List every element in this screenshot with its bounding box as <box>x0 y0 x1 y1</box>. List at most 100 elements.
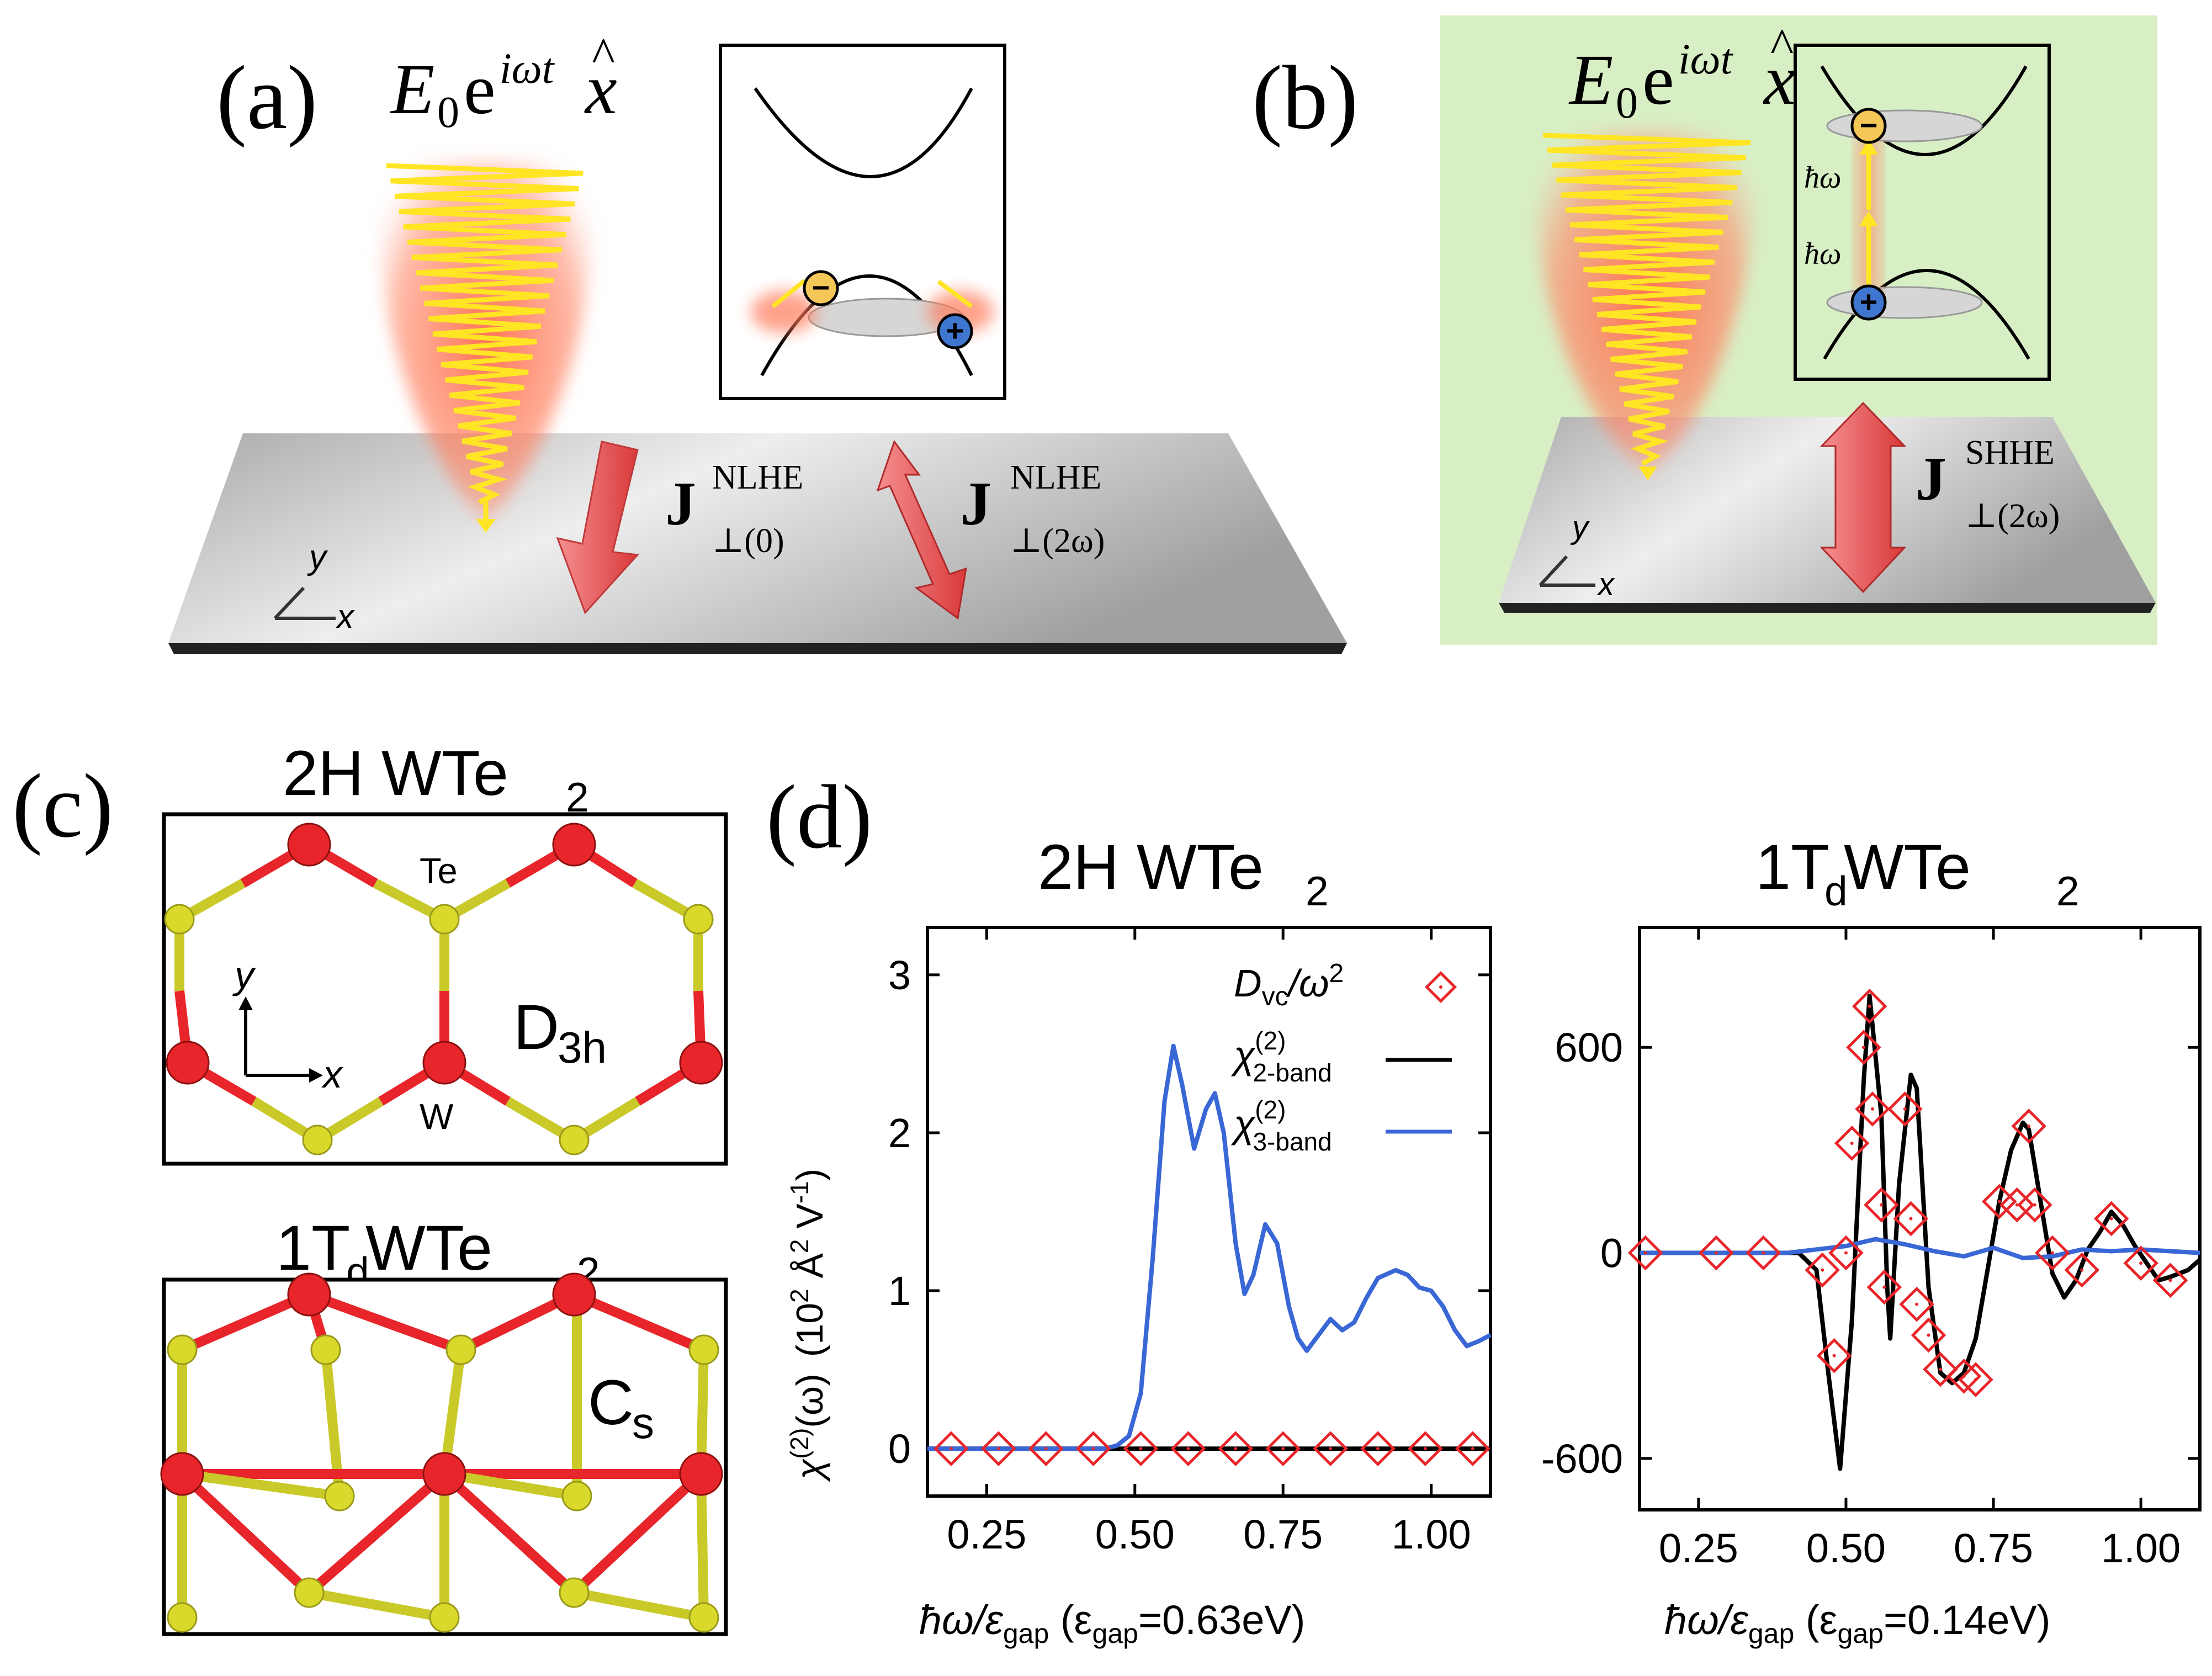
panel-a-current-arrow-dc <box>556 441 640 614</box>
svg-text:2H WTe: 2H WTe <box>1038 832 1264 903</box>
panel-a-axes: x y <box>273 538 355 636</box>
te-atom <box>294 1577 325 1608</box>
chart-2h-title: 2H WTe 2 <box>1038 832 1329 914</box>
panel-a-label: (a) <box>216 47 317 148</box>
dvc-point-center <box>1376 1447 1380 1451</box>
te-atom <box>164 904 195 935</box>
panel-a-field-label: E 0 e iωt x ^ <box>390 28 617 137</box>
te-atom <box>167 1602 198 1633</box>
svg-text:x: x <box>321 1053 344 1096</box>
dvc-point <box>1866 1269 1902 1305</box>
w-atom <box>287 823 331 867</box>
svg-text:2: 2 <box>1306 868 1329 914</box>
w-atom <box>160 1452 204 1496</box>
legend-2band: χ(2)2-band <box>1230 1026 1332 1087</box>
series-line <box>1640 1237 2200 1260</box>
panel-b: (b) E 0 e iωt x ^ <box>1252 15 2157 645</box>
dvc-point <box>1075 1431 1111 1466</box>
dvc-point-center <box>1139 1447 1143 1451</box>
dvc-point-center <box>1091 1447 1095 1451</box>
svg-text:NLHE: NLHE <box>1010 459 1101 496</box>
bond <box>307 1290 463 1355</box>
panel-b-plate <box>1499 417 2156 613</box>
chart-2h-ylabel: χ(2)(ω)(102 Å2 V-1) <box>785 1169 831 1482</box>
y-tick-label: 0 <box>1600 1231 1623 1276</box>
dvc-point-center <box>1821 1268 1824 1272</box>
dvc-point-center <box>2015 1203 2019 1207</box>
x-tick-label: 0.75 <box>1954 1525 2033 1571</box>
svg-text:iωt: iωt <box>500 44 555 92</box>
panel-b-label: (b) <box>1252 47 1358 148</box>
svg-text:J: J <box>961 470 991 538</box>
dvc-point <box>1911 1317 1946 1353</box>
dvc-point <box>1855 1091 1890 1127</box>
y-tick-label: 2 <box>888 1110 911 1156</box>
dvc-point-center <box>1832 1354 1836 1357</box>
te-atom <box>445 1334 476 1365</box>
dvc-point-center <box>2139 1261 2143 1265</box>
dvc-point-center <box>1762 1251 1765 1255</box>
w-atom <box>287 1272 331 1317</box>
svg-text:⊥(2ω): ⊥(2ω) <box>1010 522 1105 560</box>
dvc-point <box>1170 1431 1206 1466</box>
bond <box>573 1588 705 1622</box>
dvc-point <box>981 1431 1016 1466</box>
svg-text:J: J <box>665 470 696 538</box>
panel-a-electron: − <box>812 270 830 305</box>
svg-text:NLHE: NLHE <box>712 459 803 496</box>
svg-text:x: x <box>335 598 355 636</box>
chart-2h-xlabel: ħω/εgap (εgap=0.63eV) <box>919 1597 1305 1649</box>
svg-text:0: 0 <box>1616 79 1638 128</box>
panel-b-electron: − <box>1860 108 1878 142</box>
svg-text:3h: 3h <box>558 1023 607 1072</box>
dvc-point <box>2011 1109 2046 1144</box>
bond <box>181 1469 341 1501</box>
dvc-point <box>1999 1187 2035 1223</box>
dvc-point <box>1627 1235 1663 1271</box>
x-tick-label: 0.75 <box>1243 1511 1323 1557</box>
w-atom <box>552 823 596 867</box>
dvc-point <box>2035 1235 2070 1271</box>
panel-b-laser-beam <box>1533 130 1759 480</box>
svg-text:E: E <box>390 50 434 129</box>
dvc-point <box>933 1431 969 1466</box>
y-tick-label: 3 <box>888 952 911 998</box>
dvc-point-center <box>2080 1268 2084 1272</box>
svg-text:χ(2)(ω)(102 Å2 V-1): χ(2)(ω)(102 Å2 V-1) <box>785 1169 831 1482</box>
dvc-point-center <box>1044 1447 1048 1451</box>
bond <box>308 1588 445 1622</box>
dvc-point <box>1958 1362 1993 1397</box>
svg-text:⊥(0): ⊥(0) <box>712 522 784 560</box>
te-atom <box>559 1125 590 1155</box>
dvc-point-center <box>1880 1203 1884 1207</box>
te-atom <box>688 1334 719 1365</box>
dvc-point <box>1805 1252 1840 1288</box>
svg-text:D: D <box>513 992 559 1063</box>
panel-a-hole: + <box>946 313 964 348</box>
panel-c-top-lattice: Te W D 3h x y <box>162 812 728 1166</box>
panel-a-laser-beam <box>378 160 594 533</box>
dvc-point-center <box>1423 1447 1427 1451</box>
dvc-point-center <box>2033 1203 2036 1207</box>
svg-text:d: d <box>1824 868 1848 914</box>
x-tick-label: 0.25 <box>1659 1525 1738 1571</box>
te-atom <box>167 1334 198 1365</box>
dvc-point <box>1852 988 1887 1024</box>
panel-d-label: (d) <box>766 766 872 867</box>
panel-a-current-label-dc: J NLHE ⊥(0) <box>665 459 803 560</box>
svg-text:ħω/εgap (εgap=0.63eV): ħω/εgap (εgap=0.63eV) <box>919 1597 1305 1649</box>
svg-text:WTe: WTe <box>365 1213 492 1283</box>
panel-b-band-inset: − + ħω ħω <box>1794 44 2051 381</box>
te-atom <box>324 1481 355 1511</box>
chart-1td-xlabel: ħω/εgap (εgap=0.14eV) <box>1664 1597 2050 1649</box>
te-atom <box>310 1334 341 1365</box>
panel-a-band-inset: − + <box>719 44 1006 400</box>
svg-text:WTe: WTe <box>1844 832 1971 903</box>
panel-b-current-arrow <box>1820 401 1907 593</box>
panel-a-current-arrow-2w <box>876 439 967 620</box>
panel-b-field-label: E 0 e iωt x ^ <box>1568 19 1796 128</box>
te-atom <box>561 1481 592 1511</box>
panel-b-axes: x y <box>1539 510 1615 602</box>
